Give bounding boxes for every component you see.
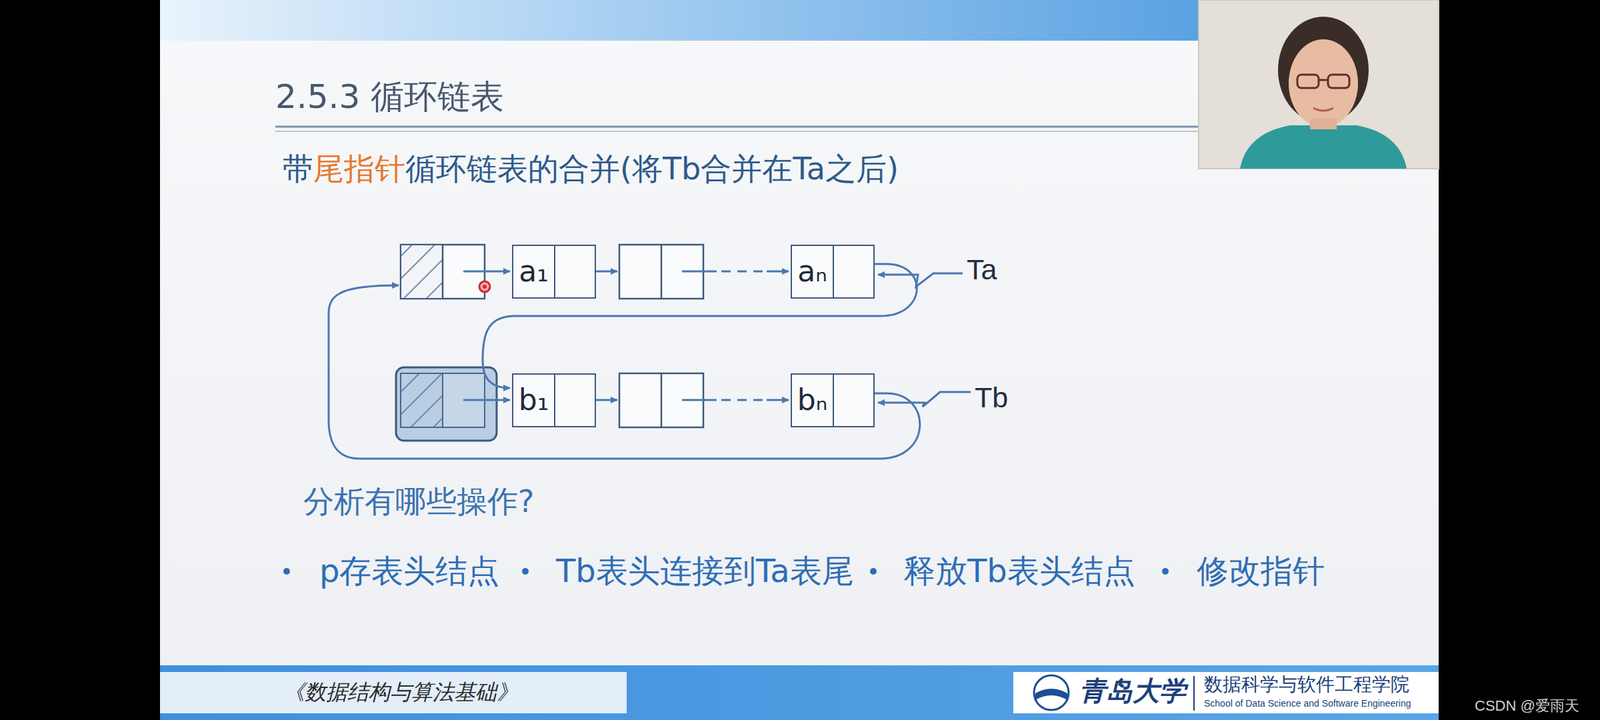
pointer-name: Tb xyxy=(974,380,1008,416)
list-node: bₙ xyxy=(790,373,875,428)
pointer-field xyxy=(834,374,874,426)
school-name: 数据科学与软件工程学院 xyxy=(1204,674,1410,696)
node-data: a₁ xyxy=(518,255,549,288)
data-field: aₙ xyxy=(792,246,834,298)
data-field: a₁ xyxy=(513,246,556,298)
data-field: b₁ xyxy=(513,374,556,426)
node-data: bₙ xyxy=(797,384,828,416)
bullet-item: p存表头结点 xyxy=(319,552,500,591)
subtitle-highlight: 尾指针 xyxy=(313,150,406,188)
list-node: b₁ xyxy=(512,373,596,428)
pointer-name: Ta xyxy=(966,252,997,288)
subtitle-text: 带 xyxy=(282,150,314,188)
subtitle-text: 循环链表的合并(将Tb合并在Ta之后) xyxy=(405,150,899,188)
book-title: 《数据结构与算法基础》 xyxy=(283,679,518,705)
bullet-item: Tb表头连接到Ta表尾 xyxy=(556,552,854,591)
question: 分析有哪些操作? xyxy=(303,483,534,520)
watermark: CSDN @爱雨天 xyxy=(1474,697,1580,715)
school-name-en: School of Data Science and Software Engi… xyxy=(1204,698,1412,709)
subtitle: 带尾指针循环链表的合并(将Tb合并在Ta之后) xyxy=(282,150,899,188)
node-data: b₁ xyxy=(518,384,550,416)
list-node: aₙ xyxy=(790,244,875,299)
pointer-field xyxy=(834,246,874,298)
pointer-field xyxy=(555,374,595,426)
list-node: a₁ xyxy=(512,244,596,299)
slide-title: 2.5.3 循环链表 xyxy=(275,76,504,117)
bullet-item: 释放Tb表头结点 xyxy=(903,552,1136,591)
node-data: aₙ xyxy=(797,255,828,288)
university-name: 青岛大学 xyxy=(1079,676,1186,706)
data-field: bₙ xyxy=(792,374,834,426)
pointer-field xyxy=(555,246,595,298)
bullet-item: 修改指针 xyxy=(1196,552,1325,591)
